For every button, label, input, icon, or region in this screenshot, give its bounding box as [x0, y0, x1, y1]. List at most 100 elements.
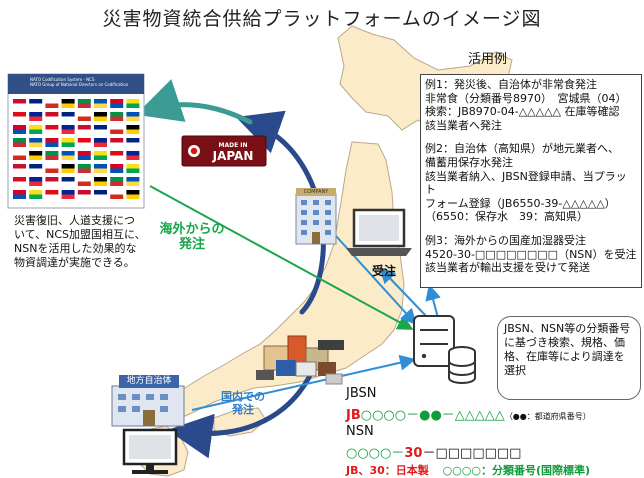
flag-mark: [13, 103, 26, 108]
flag-mark: [126, 125, 140, 130]
flag-mark: [110, 181, 124, 186]
flag-mark: [61, 168, 75, 173]
flag-mark: [61, 155, 75, 160]
flag-mark: [29, 129, 43, 134]
flag-mark: [61, 164, 75, 169]
flag-mark: [110, 138, 124, 143]
flag-mark: [110, 177, 124, 182]
flag-mark: [126, 194, 140, 199]
flag-mark: [94, 151, 107, 156]
flag-mark: [13, 164, 26, 169]
flag-mark: [45, 151, 59, 156]
code-legend: JB、30：日本製 ○○○○：分類番号(国際標準): [346, 462, 590, 478]
flag-mark: [29, 194, 43, 199]
flag-mark: [13, 125, 26, 130]
flag-mark: [77, 155, 91, 160]
flag-mark: [13, 99, 26, 104]
flag-mark: [29, 164, 43, 169]
flag-mark: [45, 103, 59, 108]
flag-mark: [77, 116, 91, 121]
flag-mark: [94, 138, 107, 143]
nsn-part1: ○○○○－: [346, 446, 405, 461]
flag-mark: [13, 112, 26, 117]
flag-mark: [110, 194, 124, 199]
domestic-order-arrow: [191, 354, 416, 411]
flag-mark: [94, 177, 107, 182]
flag-mark: [126, 112, 140, 117]
flag-mark: [45, 164, 59, 169]
flag-mark: [29, 177, 43, 182]
flag-mark: [94, 116, 107, 121]
flag-mark: [77, 142, 91, 147]
nato-panel-title: NATO Codification System - NCS NATO Grou…: [30, 77, 140, 87]
flag-mark: [45, 181, 59, 186]
flag-mark: [94, 99, 107, 104]
flag-mark: [13, 129, 26, 134]
flag-mark: [13, 138, 26, 143]
flag-mark: [29, 190, 43, 195]
flag-mark: [29, 155, 43, 160]
flag-mark: [61, 181, 75, 186]
flag-mark: [110, 142, 124, 147]
flag-mark: [126, 99, 140, 104]
flag-mark: [29, 99, 43, 104]
flag-mark: [13, 168, 26, 173]
flag-mark: [29, 151, 43, 156]
flag-mark: [126, 151, 140, 156]
flag-mark: [110, 103, 124, 108]
flag-mark: [126, 164, 140, 169]
company-building-icon: [295, 188, 337, 245]
export-arrow: [135, 79, 253, 125]
database-icon: [448, 346, 476, 384]
laptop-to-usage-arrow: [425, 284, 441, 319]
flag-mark: [94, 190, 107, 195]
flag-mark: [29, 103, 43, 108]
flag-mark: [94, 181, 107, 186]
flag-mark: [77, 112, 91, 117]
flag-mark: [126, 181, 140, 186]
usage-example-1: 例1：発災後、自治体が非常食発注 非常食（分類番号8970） 宮城県（04） 検…: [425, 78, 627, 132]
flag-mark: [45, 129, 59, 134]
jbsn-prefix: JB: [346, 408, 361, 423]
flag-mark: [61, 151, 75, 156]
flag-mark: [126, 138, 140, 143]
flag-mark: [77, 194, 91, 199]
company-sign: COMPANY: [303, 189, 329, 195]
usage-example-2: 例2：自治体（高知県）が地元業者へ、 備蓄用保存水発注 該当業者納入、JBSN登…: [425, 142, 627, 224]
flag-mark: [110, 112, 124, 117]
flag-mark: [29, 116, 43, 121]
flag-mark: [94, 103, 107, 108]
flag-mark: [110, 99, 124, 104]
made-in-label: MADE IN: [218, 142, 248, 149]
flag-mark: [126, 142, 140, 147]
flag-mark: [110, 116, 124, 121]
flag-mark: [45, 99, 59, 104]
jbsn-note: （●●：都道府県番号）: [504, 412, 591, 421]
flag-mark: [45, 194, 59, 199]
flag-mark: [94, 155, 107, 160]
flag-mark: [110, 155, 124, 160]
flag-mark: [110, 164, 124, 169]
flag-mark: [110, 125, 124, 130]
legend-green: ○○○○：分類番号(国際標準): [442, 464, 591, 477]
government-building-icon: [111, 385, 185, 427]
flag-mark: [77, 138, 91, 143]
flag-mark: [45, 155, 59, 160]
flag-mark: [61, 116, 75, 121]
nato-subtitle-text: NATO Group of National Directors on Codi…: [30, 82, 129, 87]
flag-mark: [13, 181, 26, 186]
flag-mark: [45, 116, 59, 121]
search-explanation-bubble: JBSN、NSN等の分類番号に基づき検索、規格、価格、在庫等により調達を選択: [497, 316, 641, 400]
flag-mark: [61, 190, 75, 195]
flag-mark: [29, 168, 43, 173]
flag-mark: [13, 177, 26, 182]
flag-mark: [61, 103, 75, 108]
nsn-format: ○○○○－30－□□□□□□□: [346, 442, 521, 461]
flag-mark: [29, 138, 43, 143]
nato-title-text: NATO Codification System - NCS: [30, 77, 95, 82]
flag-mark: [110, 129, 124, 134]
server-to-laptop-arrow: [379, 267, 429, 319]
flag-mark: [13, 151, 26, 156]
flag-mark: [94, 194, 107, 199]
